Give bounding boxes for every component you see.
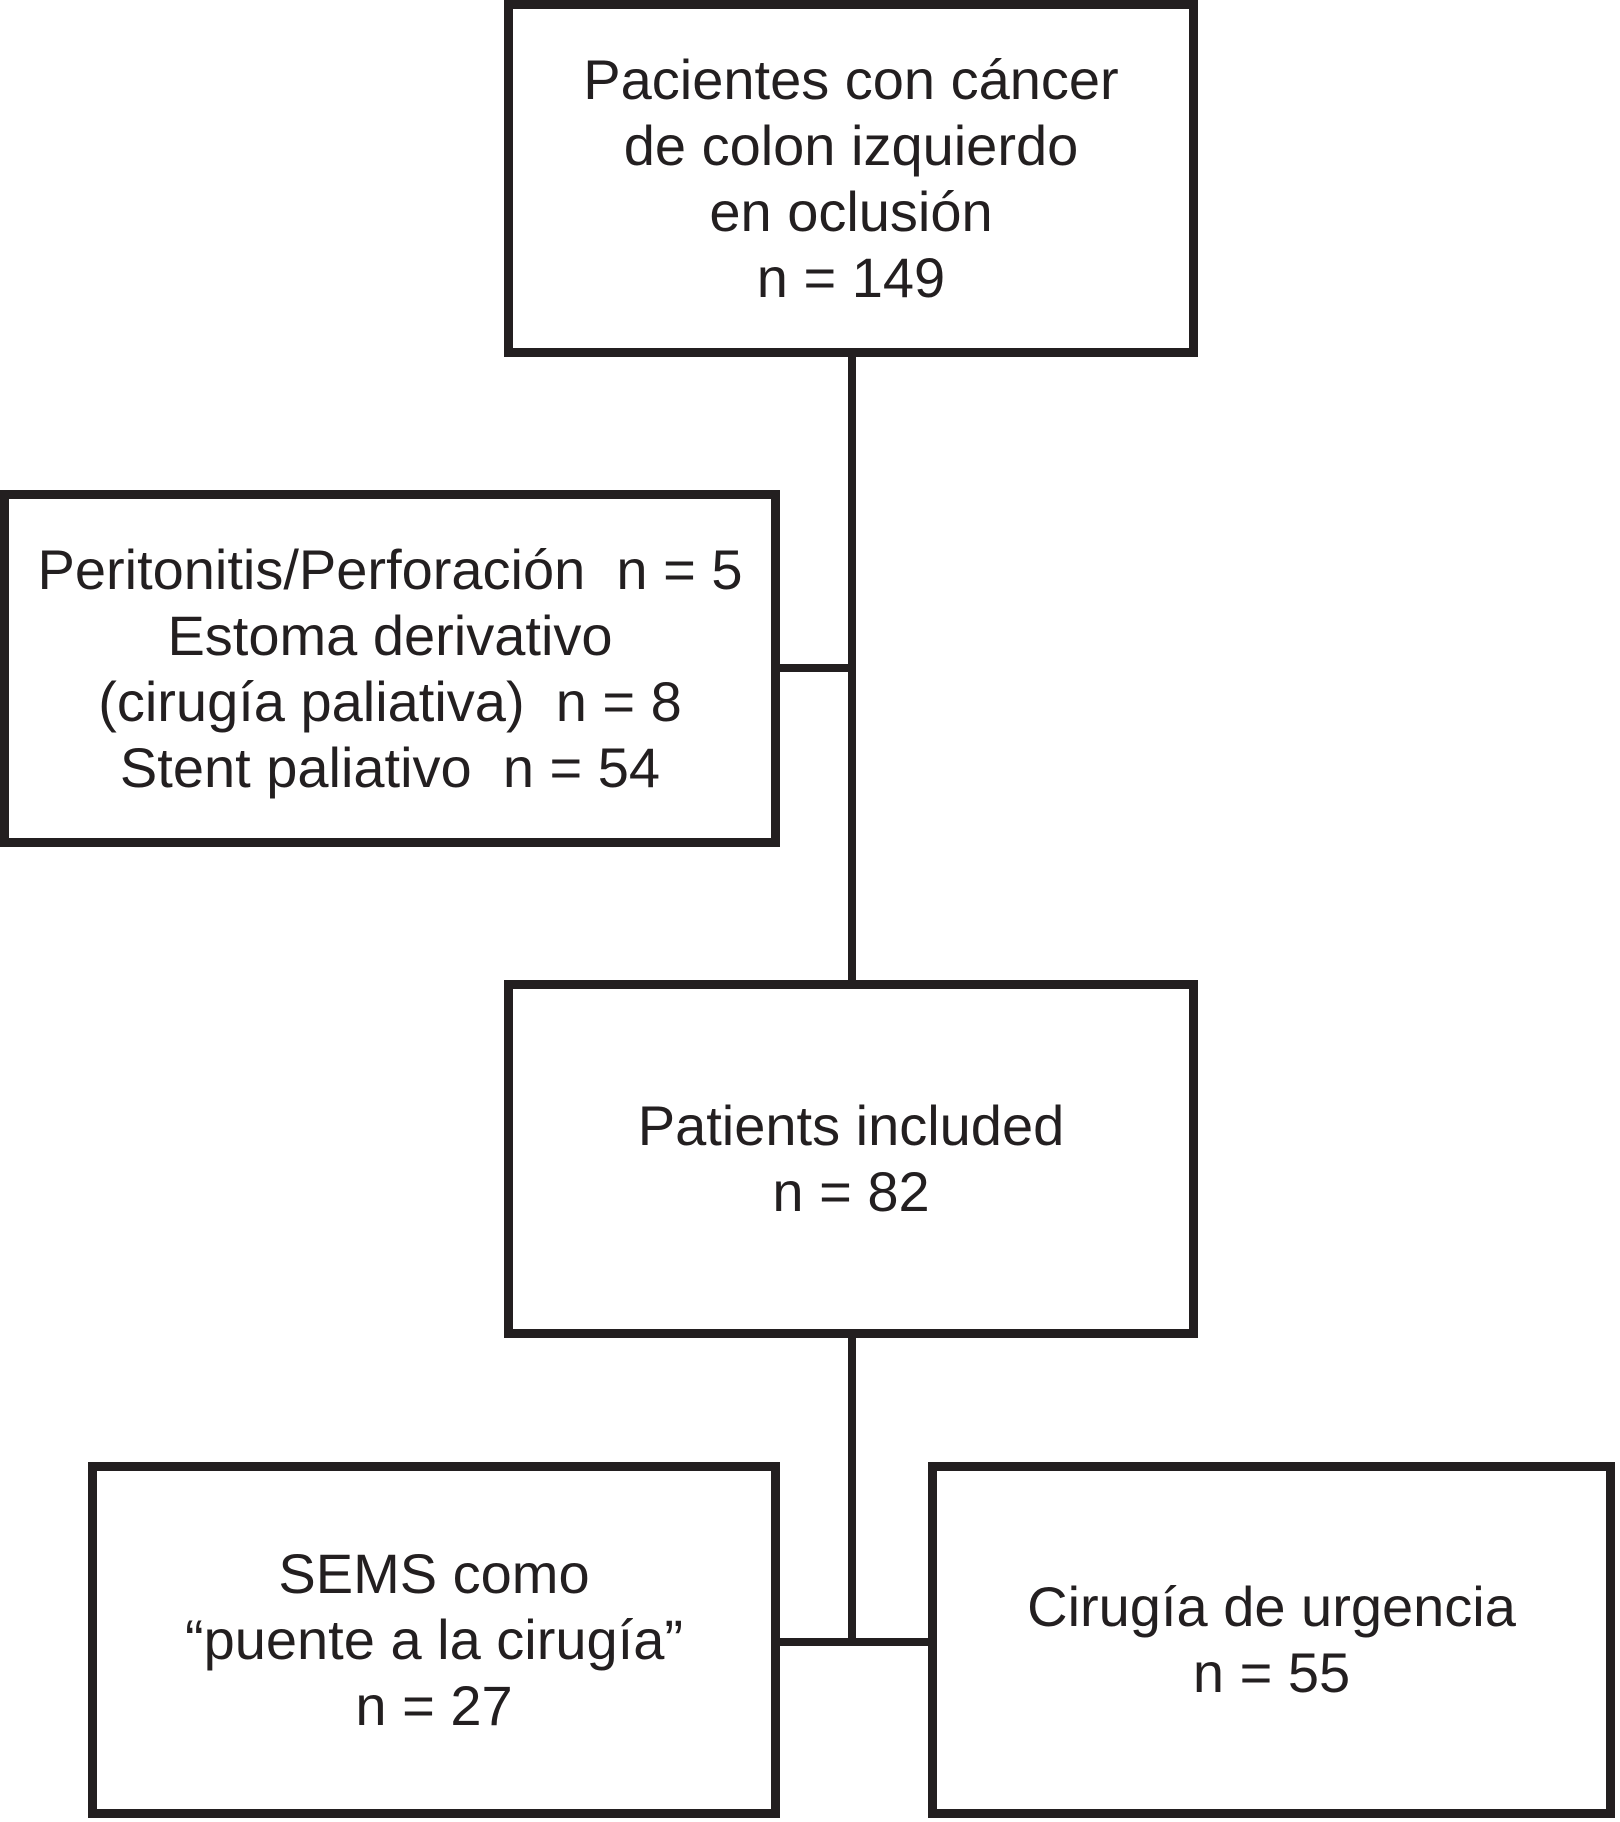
connector-split-horizontal xyxy=(778,1638,930,1646)
flow-box-source-patients: Pacientes con cáncer de colon izquierdo … xyxy=(504,0,1198,357)
box-text-line: Stent paliativo n = 54 xyxy=(119,735,661,799)
connector-included-to-split xyxy=(848,1336,856,1646)
box-text-line: n = 82 xyxy=(772,1160,930,1223)
flow-box-emergency-surgery: Cirugía de urgencia n = 55 xyxy=(928,1462,1615,1818)
box-text-line: de colon izquierdo xyxy=(623,113,1079,177)
box-text-line: Patients included xyxy=(637,1094,1065,1157)
box-text-line: Estoma derivativo xyxy=(167,603,613,667)
flow-box-sems-bridge: SEMS como “puente a la cirugía” n = 27 xyxy=(88,1462,780,1818)
connector-exclusions-branch xyxy=(778,664,856,672)
box-text-line: Cirugía de urgencia xyxy=(1027,1575,1516,1638)
box-text-line: n = 27 xyxy=(355,1674,513,1737)
box-text-line: “puente a la cirugía” xyxy=(184,1608,684,1671)
flow-box-exclusions: Peritonitis/Perforación n = 5 Estoma der… xyxy=(0,490,780,847)
box-text-line: (cirugía paliativa) n = 8 xyxy=(98,669,682,733)
box-text-line: Pacientes con cáncer xyxy=(583,47,1119,111)
box-text-line: Peritonitis/Perforación n = 5 xyxy=(37,537,743,601)
flow-box-patients-included: Patients included n = 82 xyxy=(504,980,1198,1338)
box-text-line: SEMS como xyxy=(278,1542,590,1605)
box-text-line: n = 149 xyxy=(756,245,946,309)
box-text-line: en oclusión xyxy=(709,179,993,243)
box-text-line: n = 55 xyxy=(1192,1641,1351,1704)
